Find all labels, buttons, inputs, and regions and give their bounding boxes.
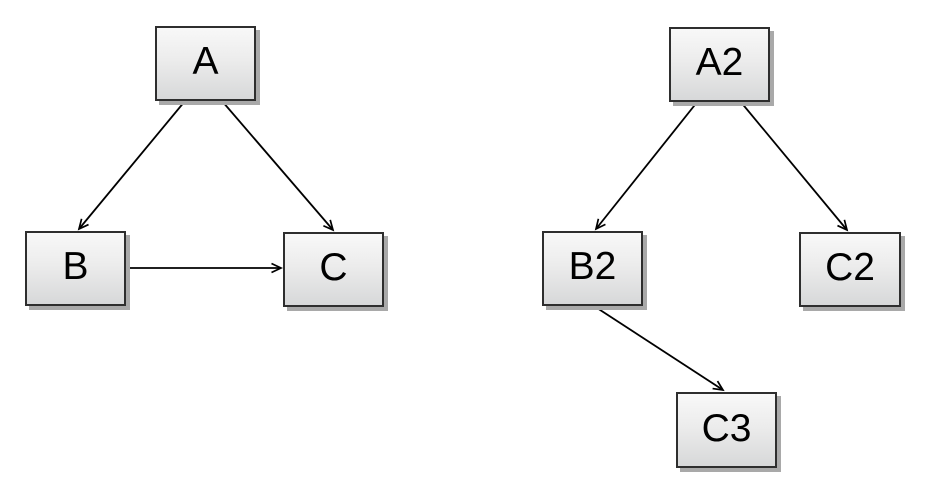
node-a: A: [155, 26, 256, 101]
node-label: B: [62, 245, 89, 288]
edge-b2-c3: [593, 305, 725, 392]
node-label: B2: [568, 245, 617, 288]
edge-a2-b2: [594, 100, 699, 231]
node-label: C3: [701, 406, 752, 450]
edge-a-c: [221, 100, 335, 232]
node-label: C2: [825, 246, 875, 289]
node-b: B: [25, 231, 126, 306]
node-label: C: [319, 246, 348, 289]
node-label: A: [192, 40, 219, 83]
node-a2: A2: [669, 27, 770, 102]
node-b2: B2: [542, 231, 643, 306]
node-label: A2: [695, 41, 744, 84]
node-c2: C2: [799, 232, 901, 307]
edge-a-b: [77, 100, 186, 231]
node-c: C: [283, 232, 384, 307]
edge-group: [77, 100, 849, 392]
edge-a2-c2: [739, 100, 849, 232]
node-c3: C3: [676, 392, 777, 468]
